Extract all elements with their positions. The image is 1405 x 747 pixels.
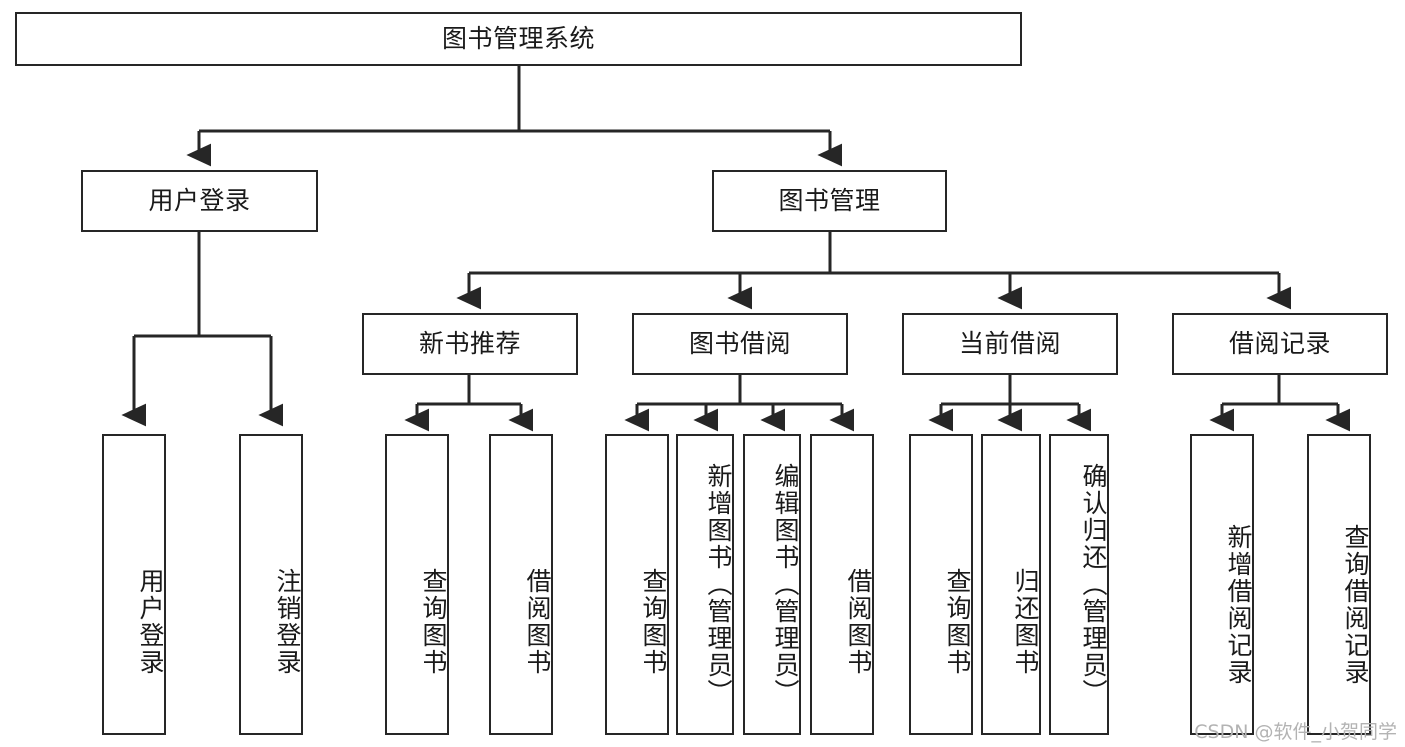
node-label: 新书推荐 <box>418 328 521 358</box>
node-user-login[interactable]: 用户登录 <box>81 170 318 232</box>
leaf-return-book[interactable]: 归还图书 <box>981 434 1041 735</box>
node-label: 新增图书（管理员） <box>704 463 733 706</box>
node-current-borrow[interactable]: 当前借阅 <box>902 313 1118 375</box>
node-label: 用户登录 <box>148 185 251 215</box>
node-label: 确认归还（管理员） <box>1079 463 1108 706</box>
node-label: 当前借阅 <box>958 328 1061 358</box>
csdn-watermark: CSDN @软件_小贺同学 <box>1194 721 1397 743</box>
node-label: 查询图书 <box>943 567 972 676</box>
node-label: 编辑图书（管理员） <box>771 463 800 706</box>
node-label: 归还图书 <box>1011 567 1040 676</box>
leaf-query-book-borrow[interactable]: 查询图书 <box>605 434 669 735</box>
node-label: 图书借阅 <box>688 328 791 358</box>
leaf-edit-book-admin[interactable]: 编辑图书（管理员） <box>743 434 801 735</box>
node-label: 查询图书 <box>419 567 448 676</box>
leaf-query-book-recommend[interactable]: 查询图书 <box>385 434 449 735</box>
node-label: 查询借阅记录 <box>1341 523 1370 686</box>
node-book-borrow[interactable]: 图书借阅 <box>632 313 848 375</box>
node-label: 查询图书 <box>639 567 668 676</box>
node-new-book-recommend[interactable]: 新书推荐 <box>362 313 578 375</box>
node-label: 图书管理系统 <box>441 23 595 53</box>
leaf-borrow-book-recommend[interactable]: 借阅图书 <box>489 434 553 735</box>
leaf-user-login[interactable]: 用户登录 <box>102 434 166 735</box>
node-label: 借阅图书 <box>523 567 552 676</box>
node-label: 用户登录 <box>136 567 165 676</box>
leaf-query-book-current[interactable]: 查询图书 <box>909 434 973 735</box>
leaf-add-book-admin[interactable]: 新增图书（管理员） <box>676 434 734 735</box>
leaf-user-logout[interactable]: 注销登录 <box>239 434 303 735</box>
leaf-query-borrow-record[interactable]: 查询借阅记录 <box>1307 434 1371 735</box>
leaf-add-borrow-record[interactable]: 新增借阅记录 <box>1190 434 1254 735</box>
node-label: 借阅记录 <box>1228 328 1331 358</box>
node-label: 图书管理 <box>778 185 881 215</box>
leaf-confirm-return-admin[interactable]: 确认归还（管理员） <box>1049 434 1109 735</box>
leaf-borrow-book-borrow[interactable]: 借阅图书 <box>810 434 874 735</box>
node-label: 注销登录 <box>273 567 302 676</box>
node-label: 借阅图书 <box>844 567 873 676</box>
node-borrow-record[interactable]: 借阅记录 <box>1172 313 1388 375</box>
node-label: 新增借阅记录 <box>1224 523 1253 686</box>
node-root-book-management-system[interactable]: 图书管理系统 <box>15 12 1022 66</box>
node-book-management[interactable]: 图书管理 <box>712 170 947 232</box>
